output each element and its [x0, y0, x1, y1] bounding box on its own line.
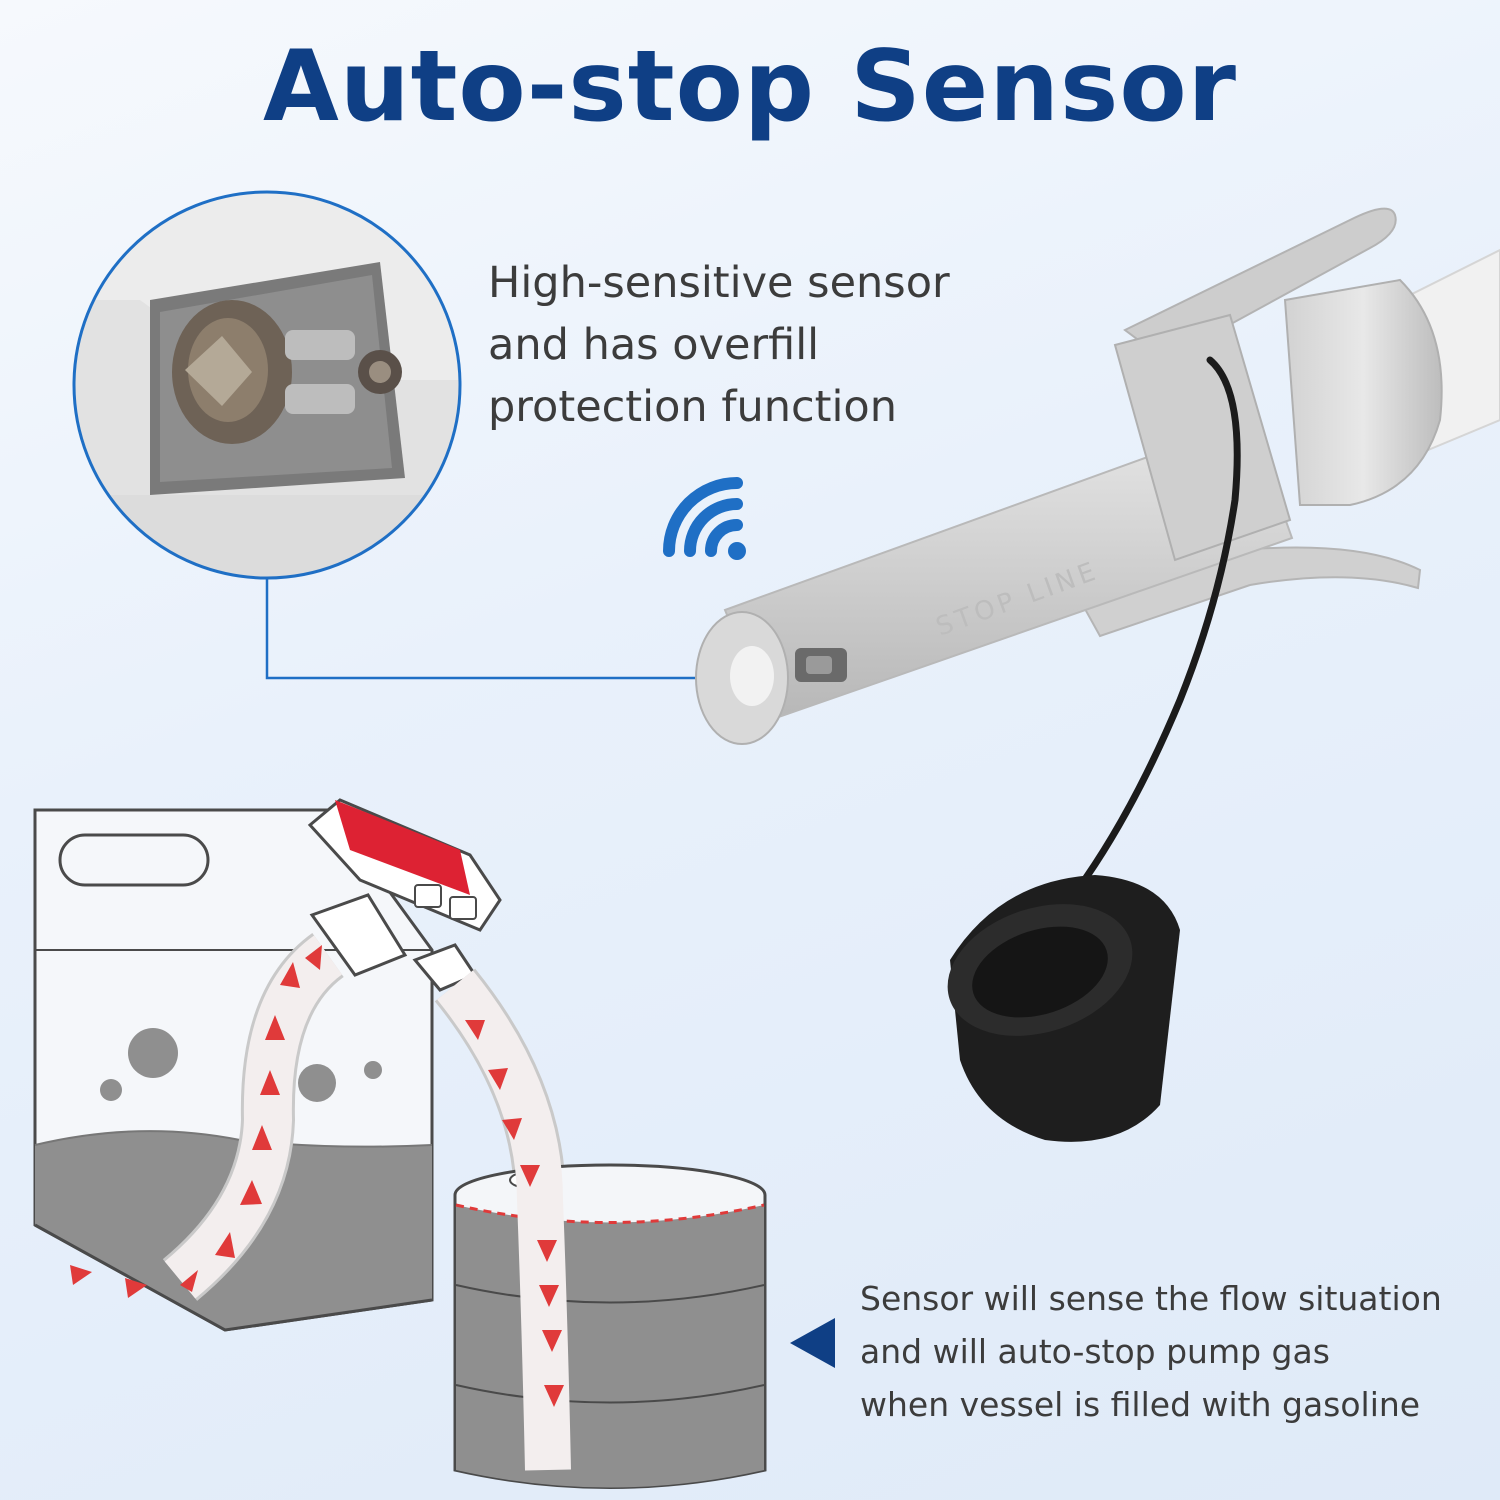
- pump-nozzle: [695, 207, 1500, 745]
- page-title: Auto-stop Sensor: [262, 30, 1238, 144]
- sensor-zoom-circle: [72, 190, 462, 580]
- cap-cable: [1066, 356, 1241, 904]
- autostop-description-line-1: Sensor will sense the flow situation: [860, 1279, 1442, 1318]
- target-vessel: [453, 1163, 767, 1489]
- autostop-description-line-2: and will auto-stop pump gas: [860, 1332, 1330, 1371]
- pump-unit: [307, 798, 502, 992]
- flow-arrows: [70, 945, 564, 1407]
- sensor-description: High-sensitive sensor and has overfill p…: [488, 252, 1008, 438]
- autostop-description: Sensor will sense the flow situation and…: [860, 1272, 1480, 1431]
- zoom-leader-line: [265, 578, 804, 680]
- sensor-description-line-3: protection function: [488, 382, 897, 432]
- autostop-description-line-3: when vessel is filled with gasoline: [860, 1385, 1421, 1424]
- black-cap: [947, 875, 1180, 1142]
- wireless-signal-icon: [663, 477, 746, 560]
- sensor-description-line-1: High-sensitive sensor: [488, 258, 950, 308]
- triangle-pointer-icon: [790, 1318, 835, 1368]
- sensor-description-line-2: and has overfill: [488, 320, 820, 370]
